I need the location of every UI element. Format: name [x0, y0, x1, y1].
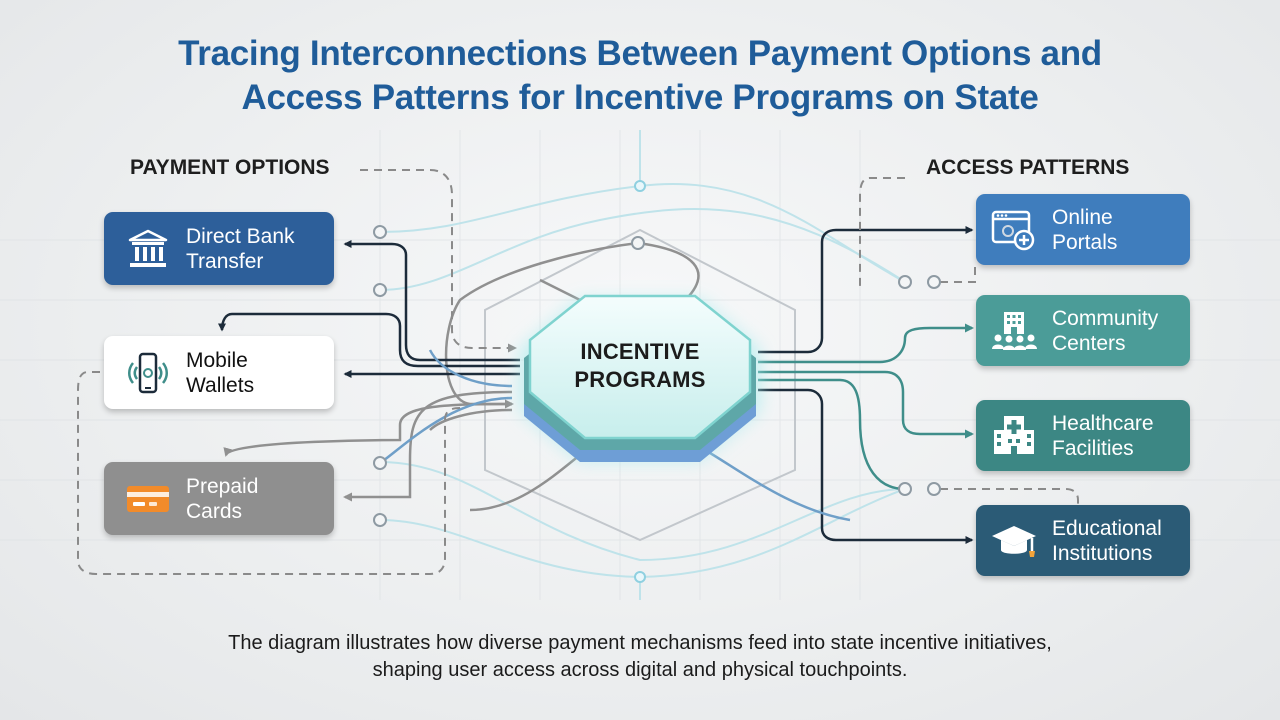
card-label: Community Centers [1052, 306, 1158, 356]
access-patterns-heading: ACCESS PATTERNS [926, 156, 1130, 179]
blue-connections [379, 349, 851, 522]
connector-node [898, 275, 912, 289]
connector-node [927, 275, 941, 289]
card-label: Healthcare Facilities [1052, 411, 1154, 461]
card-label: Prepaid Cards [186, 474, 258, 524]
connector-node [373, 283, 387, 297]
caption-line-1: The diagram illustrates how diverse paym… [228, 632, 1052, 654]
educational-institutions-card: Educational Institutions [976, 505, 1190, 576]
glow-nodes [634, 180, 646, 583]
card-label-line-2: Cards [186, 499, 243, 523]
gray-connections [223, 241, 700, 512]
card-label-line-1: Direct Bank [186, 224, 295, 248]
card-label-line-1: Educational [1052, 516, 1162, 540]
hub-label-line-1: INCENTIVE [580, 339, 700, 364]
diagram-caption: The diagram illustrates how diverse paym… [0, 630, 1280, 684]
card-label-line-1: Mobile [186, 348, 248, 372]
connector-node [898, 482, 912, 496]
payment-options-heading: PAYMENT OPTIONS [130, 156, 330, 179]
community-centers-card: Community Centers [976, 295, 1190, 366]
card-label-line-2: Facilities [1052, 436, 1134, 460]
connector-node [373, 513, 387, 527]
card-label-line-2: Portals [1052, 230, 1118, 254]
card-label-line-2: Institutions [1052, 541, 1153, 565]
connector-node [631, 236, 645, 250]
graduation-cap-icon [990, 517, 1038, 565]
card-label: Educational Institutions [1052, 516, 1162, 566]
hex-outline [484, 228, 796, 542]
online-portals-card: Online Portals [976, 194, 1190, 265]
title-line-1: Tracing Interconnections Between Payment… [178, 34, 1102, 73]
connector-node [373, 456, 387, 470]
direct-bank-transfer-card: Direct Bank Transfer [104, 212, 334, 285]
teal-connections [758, 323, 974, 491]
connector-node [634, 180, 646, 192]
card-label-line-2: Wallets [186, 373, 255, 397]
bank-icon [124, 225, 172, 273]
prepaid-card-icon [124, 475, 172, 523]
community-center-icon [990, 307, 1038, 355]
card-label: Direct Bank Transfer [186, 224, 295, 274]
online-portal-icon [990, 206, 1038, 254]
mobile-wallet-icon [124, 349, 172, 397]
card-label-line-1: Online [1052, 205, 1113, 229]
connector-node [634, 571, 646, 583]
dark-connections [218, 226, 974, 544]
connector-node [373, 225, 387, 239]
card-label-line-1: Healthcare [1052, 411, 1154, 435]
card-label-line-1: Community [1052, 306, 1159, 330]
incentive-hub [520, 294, 760, 462]
card-label-line-2: Centers [1052, 331, 1126, 355]
hospital-icon [990, 412, 1038, 460]
connector-nodes [373, 225, 941, 527]
card-label-line-1: Prepaid [186, 474, 259, 498]
card-label: Online Portals [1052, 205, 1117, 255]
caption-line-2: shaping user access across digital and p… [372, 659, 908, 681]
dashed-connections [77, 169, 1079, 575]
card-label: Mobile Wallets [186, 348, 254, 398]
hub-label-line-2: PROGRAMS [574, 367, 706, 392]
prepaid-cards-card: Prepaid Cards [104, 462, 334, 535]
mobile-wallets-card: Mobile Wallets [104, 336, 334, 409]
healthcare-facilities-card: Healthcare Facilities [976, 400, 1190, 471]
hub-label: INCENTIVE PROGRAMS [540, 338, 740, 394]
title-line-2: Access Patterns for Incentive Programs o… [241, 78, 1039, 117]
connector-node [927, 482, 941, 496]
diagram-title: Tracing Interconnections Between Payment… [0, 32, 1280, 120]
card-label-line-2: Transfer [186, 249, 264, 273]
